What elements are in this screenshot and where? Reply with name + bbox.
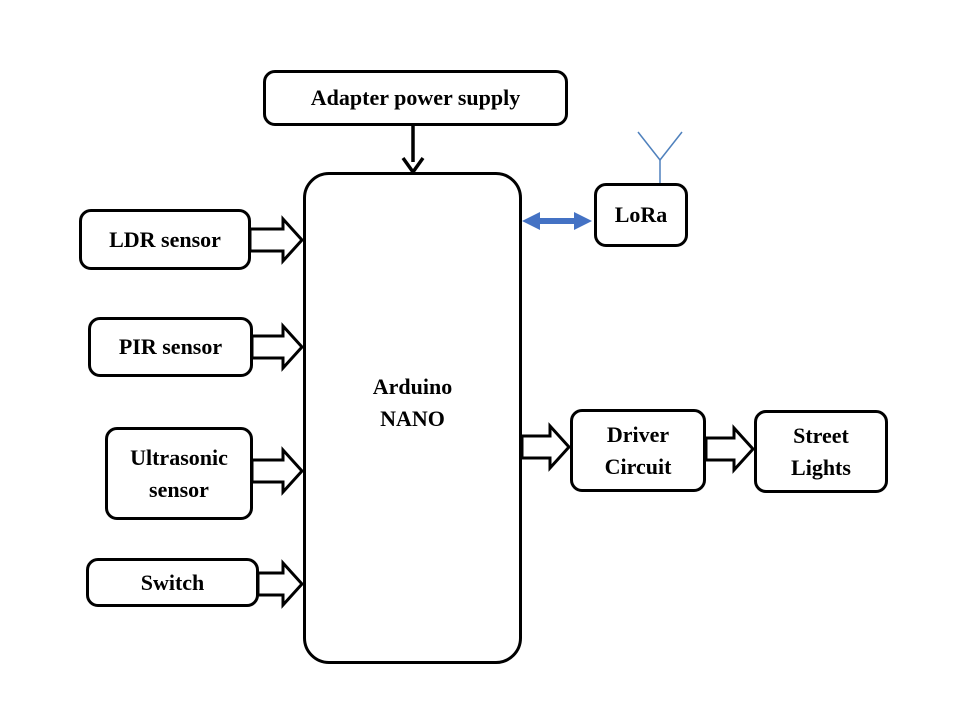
ultrasonic-sensor-block: Ultrasonic sensor bbox=[105, 427, 253, 520]
adapter-to-arduino-arrow bbox=[401, 126, 425, 176]
arduino-lora-bidirectional-arrow bbox=[522, 212, 592, 230]
ldr-sensor-block: LDR sensor bbox=[79, 209, 251, 270]
ultrasonic-to-arduino-arrow bbox=[250, 446, 305, 496]
street-lights-block: Street Lights bbox=[754, 410, 888, 493]
arduino-nano-block: Arduino NANO bbox=[303, 172, 522, 664]
pir-sensor-block: PIR sensor bbox=[88, 317, 253, 377]
switch-block: Switch bbox=[86, 558, 259, 607]
driver-to-street-lights-arrow bbox=[704, 424, 756, 474]
adapter-power-supply-block: Adapter power supply bbox=[263, 70, 568, 126]
lora-block: LoRa bbox=[594, 183, 688, 247]
antenna-icon bbox=[637, 131, 683, 183]
arduino-to-driver-arrow bbox=[520, 422, 572, 472]
switch-to-arduino-arrow bbox=[256, 559, 305, 609]
ldr-to-arduino-arrow bbox=[248, 215, 305, 265]
pir-to-arduino-arrow bbox=[250, 322, 305, 372]
driver-circuit-block: Driver Circuit bbox=[570, 409, 706, 492]
